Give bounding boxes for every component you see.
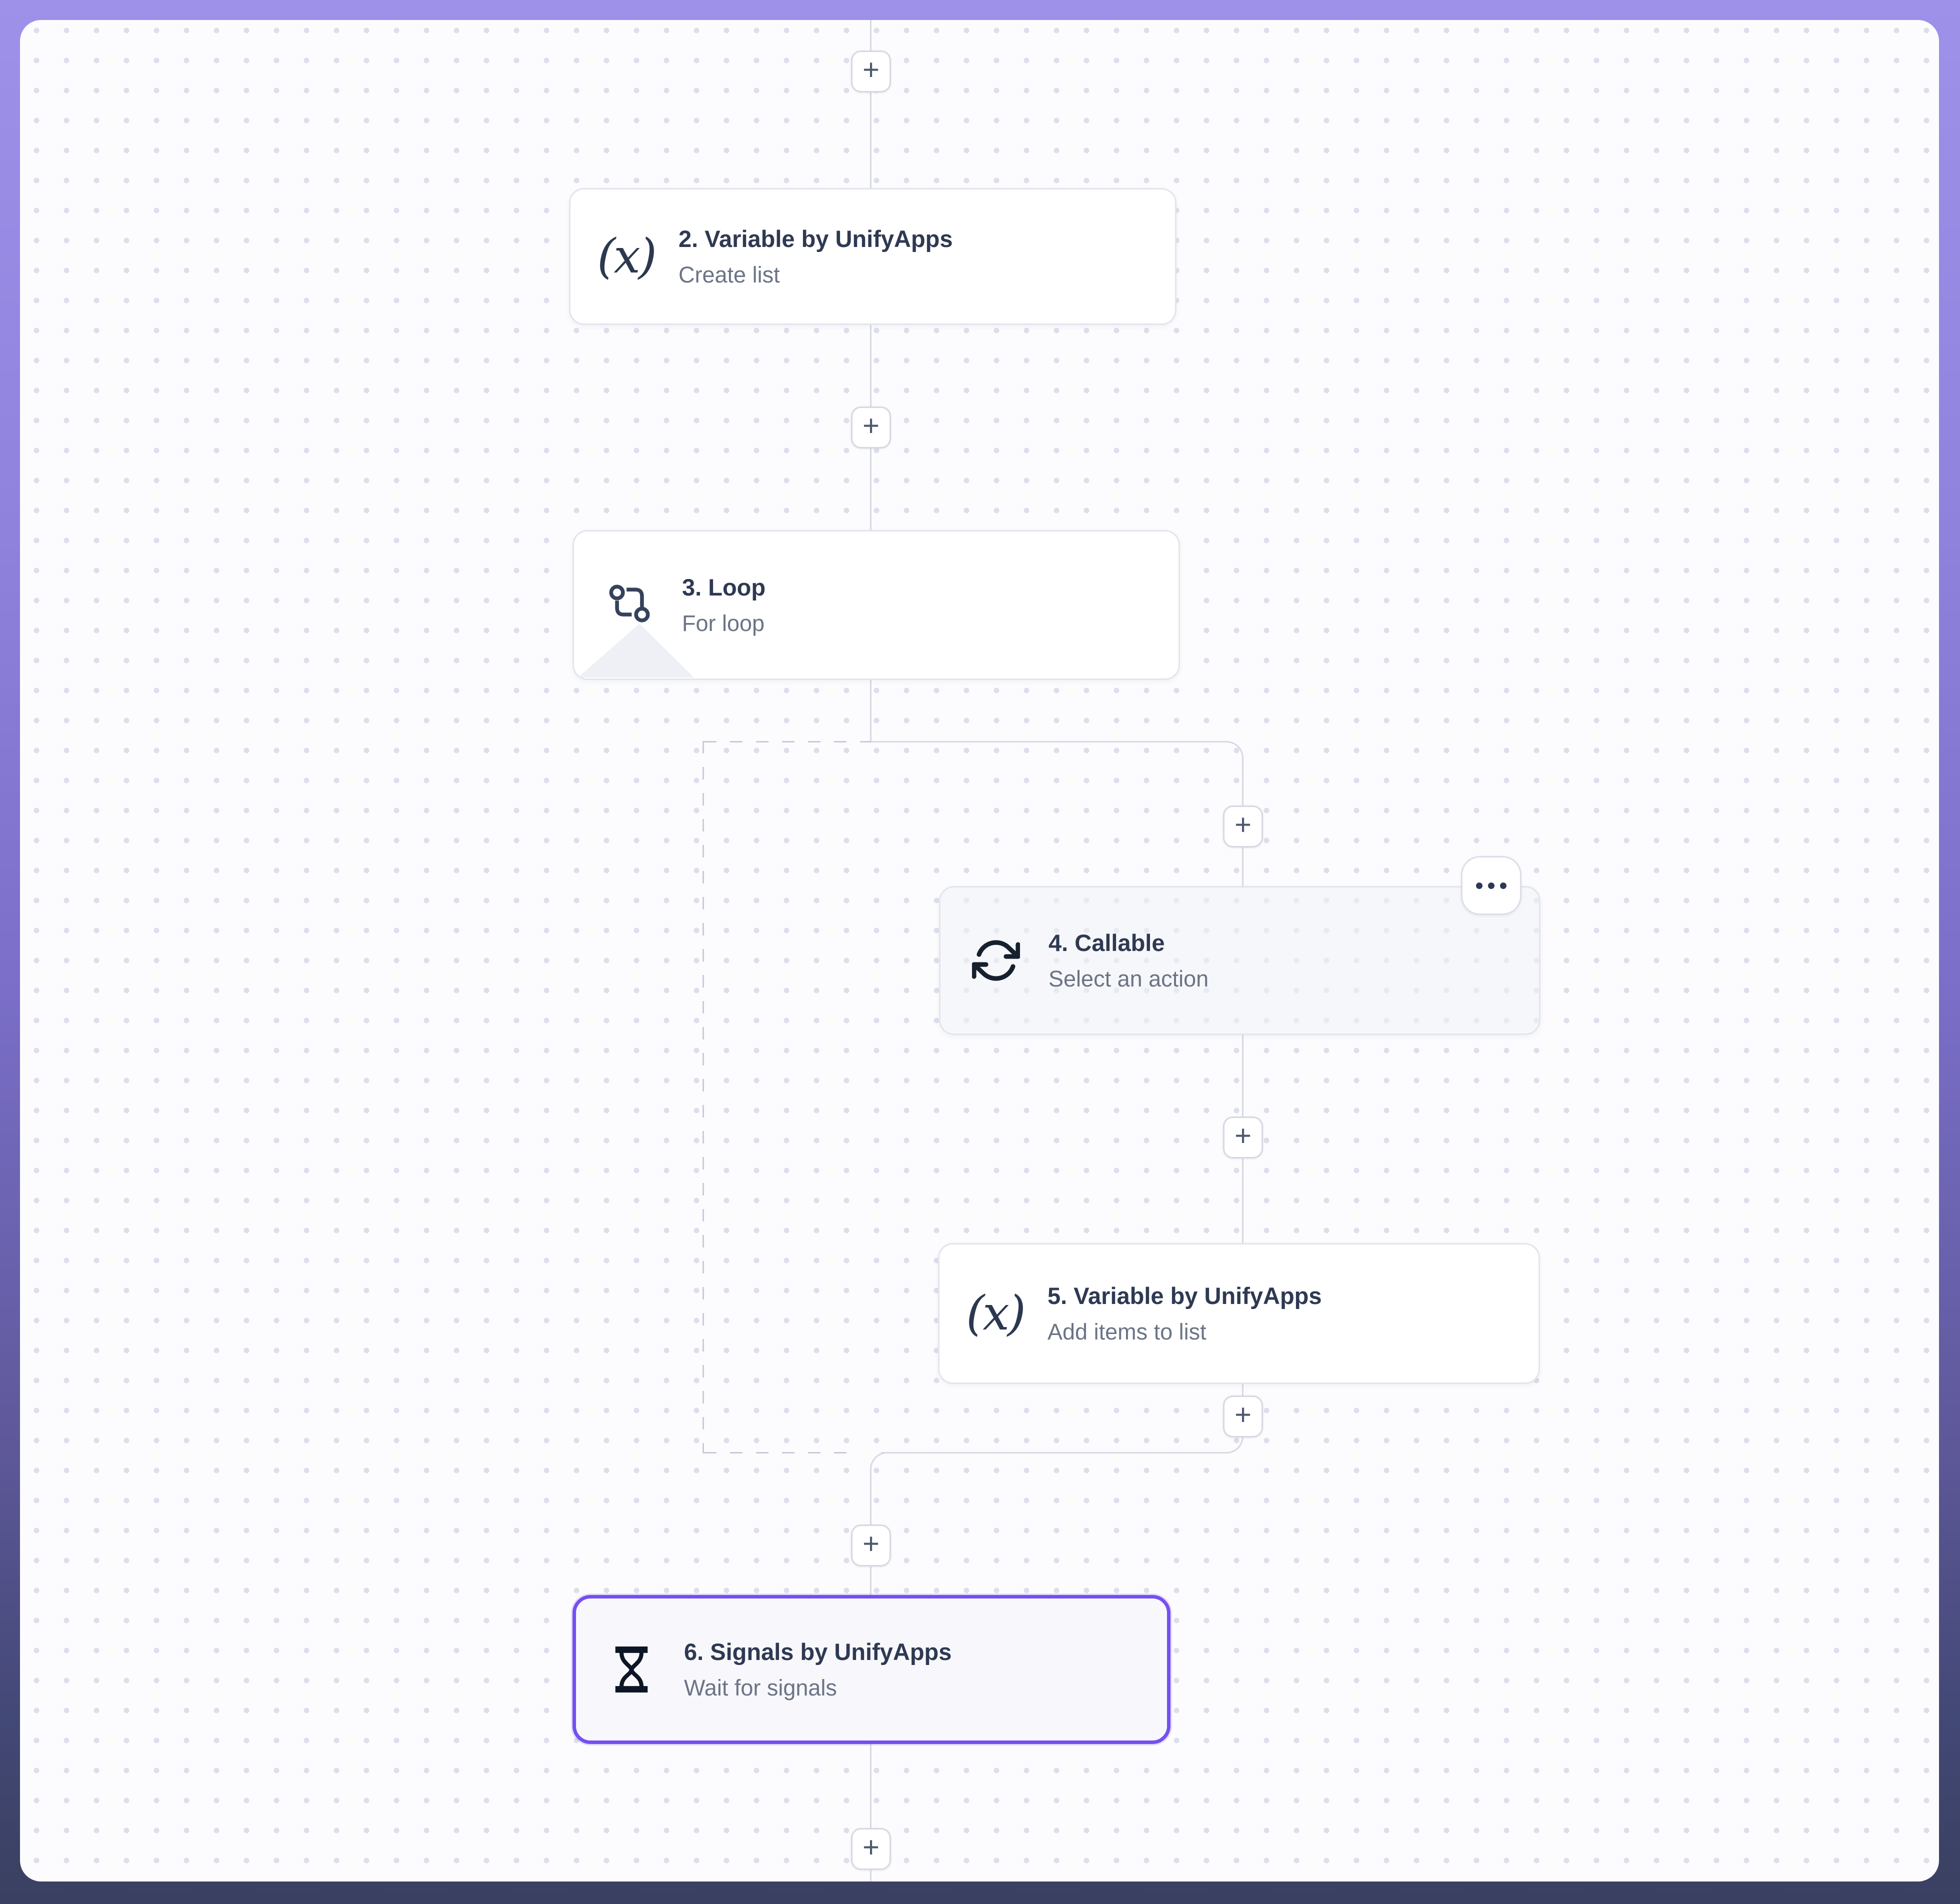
loop-icon <box>592 583 667 627</box>
node-subtitle: For loop <box>682 610 765 636</box>
add-step-button[interactable]: + <box>851 1524 891 1566</box>
loop-expand-flap <box>578 624 694 678</box>
node-subtitle: Add items to list <box>1048 1319 1206 1345</box>
node-menu-button[interactable] <box>1461 856 1522 915</box>
connector-loop-exit <box>881 1383 1244 1454</box>
add-step-button[interactable]: + <box>851 50 891 92</box>
node-title: 4. Callable <box>1048 929 1165 956</box>
add-step-button[interactable]: + <box>1223 1396 1263 1438</box>
node-title: 6. Signals by UnifyApps <box>684 1638 952 1665</box>
variable-x-icon: (x) <box>597 228 657 284</box>
loop-body-boundary <box>704 741 871 742</box>
node-title: 5. Variable by UnifyApps <box>1048 1282 1322 1309</box>
workflow-node-signals-6[interactable]: 6. Signals by UnifyApps Wait for signals <box>572 1595 1170 1744</box>
workflow-node-loop-3[interactable]: 3. Loop For loop <box>572 530 1180 680</box>
connector-loop-entry <box>870 741 1244 888</box>
ellipsis-icon <box>1500 882 1506 889</box>
refresh-cycle-icon <box>958 936 1034 984</box>
node-title: 2. Variable by UnifyApps <box>678 225 953 252</box>
node-subtitle: Wait for signals <box>684 1675 837 1701</box>
add-step-button[interactable]: + <box>1223 1116 1263 1158</box>
loop-body-boundary <box>704 1452 854 1454</box>
hourglass-icon <box>594 1642 669 1698</box>
ellipsis-icon <box>1476 882 1482 889</box>
workflow-node-variable-2[interactable]: (x) 2. Variable by UnifyApps Create list <box>569 188 1176 325</box>
ellipsis-icon <box>1488 882 1494 889</box>
connector-line <box>870 679 872 742</box>
add-step-button[interactable]: + <box>851 406 891 448</box>
workflow-node-variable-5[interactable]: (x) 5. Variable by UnifyApps Add items t… <box>938 1243 1540 1384</box>
loop-body-boundary <box>702 741 704 1454</box>
node-title: 3. Loop <box>682 574 766 600</box>
node-subtitle: Select an action <box>1048 966 1209 992</box>
add-step-button[interactable]: + <box>1223 806 1263 848</box>
connector-line <box>870 1743 872 1882</box>
connector-line <box>870 20 872 193</box>
add-step-button[interactable]: + <box>851 1828 891 1870</box>
variable-x-icon: (x) <box>966 1286 1026 1341</box>
workflow-canvas[interactable]: (x) 2. Variable by UnifyApps Create list… <box>20 20 1939 1882</box>
workflow-node-callable-4[interactable]: 4. Callable Select an action <box>939 886 1540 1035</box>
node-subtitle: Create list <box>678 262 780 288</box>
